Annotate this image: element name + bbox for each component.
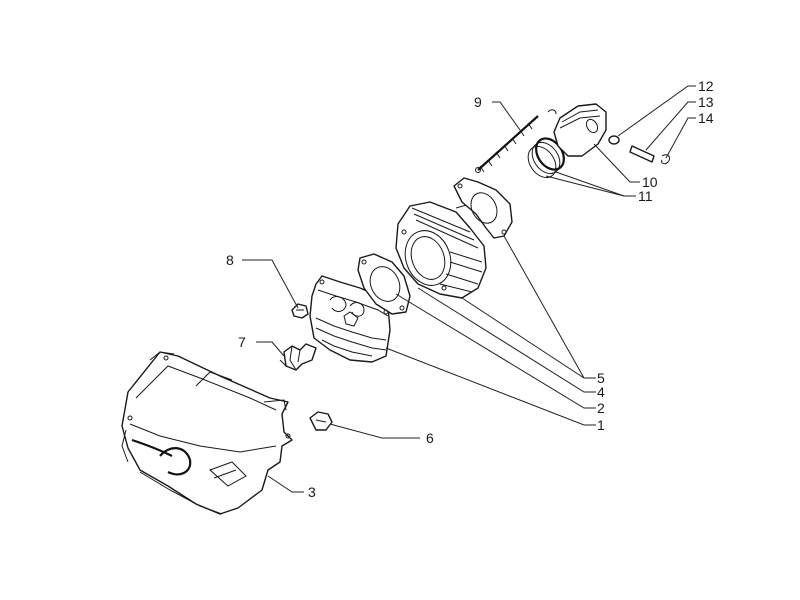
callout-13: 13	[698, 94, 714, 110]
circlip-part-14	[661, 154, 671, 165]
spark-plug-part-7	[279, 343, 317, 371]
callout-5: 5	[597, 370, 605, 386]
callout-11: 11	[638, 188, 653, 204]
piston-pin-part-12	[608, 135, 620, 145]
callout-14: 14	[698, 110, 714, 126]
callout-9: 9	[474, 94, 482, 110]
cowling-part-3	[121, 351, 293, 515]
nut-part-8	[291, 303, 309, 319]
callout-12: 12	[698, 78, 714, 94]
cylinder-head-part-1	[309, 275, 391, 363]
callout-2: 2	[597, 400, 605, 416]
base-gasket-part-5	[453, 177, 513, 239]
stud-bolt-part-9	[475, 115, 539, 173]
callout-6: 6	[426, 430, 434, 446]
callout-4: 4	[597, 384, 605, 400]
cylinder-part-4	[395, 201, 495, 299]
callout-3: 3	[308, 484, 316, 500]
head-gasket-part-2	[357, 253, 411, 315]
wrist-pin-part-13	[629, 145, 655, 163]
piston-part-10	[547, 103, 607, 157]
leader-lines	[242, 85, 696, 493]
callout-7: 7	[238, 334, 246, 350]
nut-part-6	[309, 411, 333, 431]
callout-1: 1	[597, 417, 605, 433]
callout-10: 10	[642, 174, 658, 190]
callout-labels: 1 2 3 4 5 6 7 8 9 10 11 12 13 14	[226, 78, 714, 500]
callout-8: 8	[226, 252, 234, 268]
